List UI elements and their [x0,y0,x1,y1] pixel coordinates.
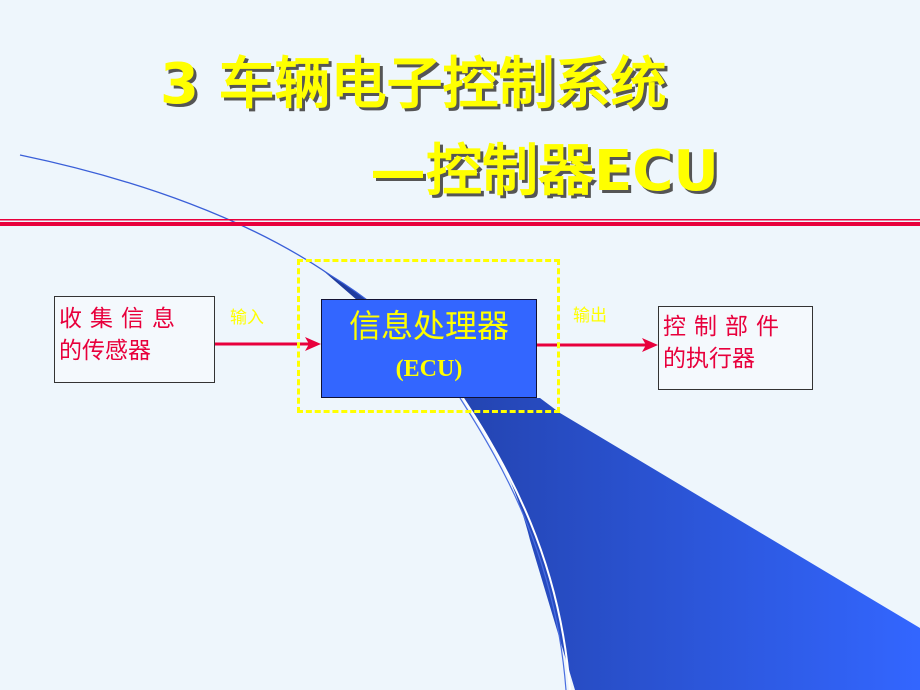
actuator-box-line1: 控制部件 [663,314,787,340]
sensor-box-line1: 收集信息 [59,306,183,332]
ecu-box: 信息处理器 (ECU) [321,299,537,398]
blue-swoosh-shape [320,268,920,690]
ecu-dashed-frame [297,259,560,413]
slide-title-line2: —控制器ECU [370,139,719,204]
slide-title-line1: 3 车辆电子控制系统 [160,52,667,117]
input-label: 输入 [230,308,264,328]
ecu-name: 信息处理器 [348,307,509,345]
sensor-box-line2: 的传感器 [59,338,151,364]
output-arrow-head [642,338,658,352]
title-rule-thin [0,219,920,221]
ecu-abbr: (ECU) [395,356,463,382]
swoosh-edge-line [459,397,567,690]
actuator-box: 控制部件 的执行器 [658,306,813,390]
actuator-box-line2: 的执行器 [663,346,755,372]
swoosh-highlight-line [462,397,571,690]
title-rule-thick [0,222,920,226]
output-label: 输出 [573,306,607,326]
input-arrow-head [305,337,321,351]
sensor-box: 收集信息 的传感器 [54,296,215,383]
